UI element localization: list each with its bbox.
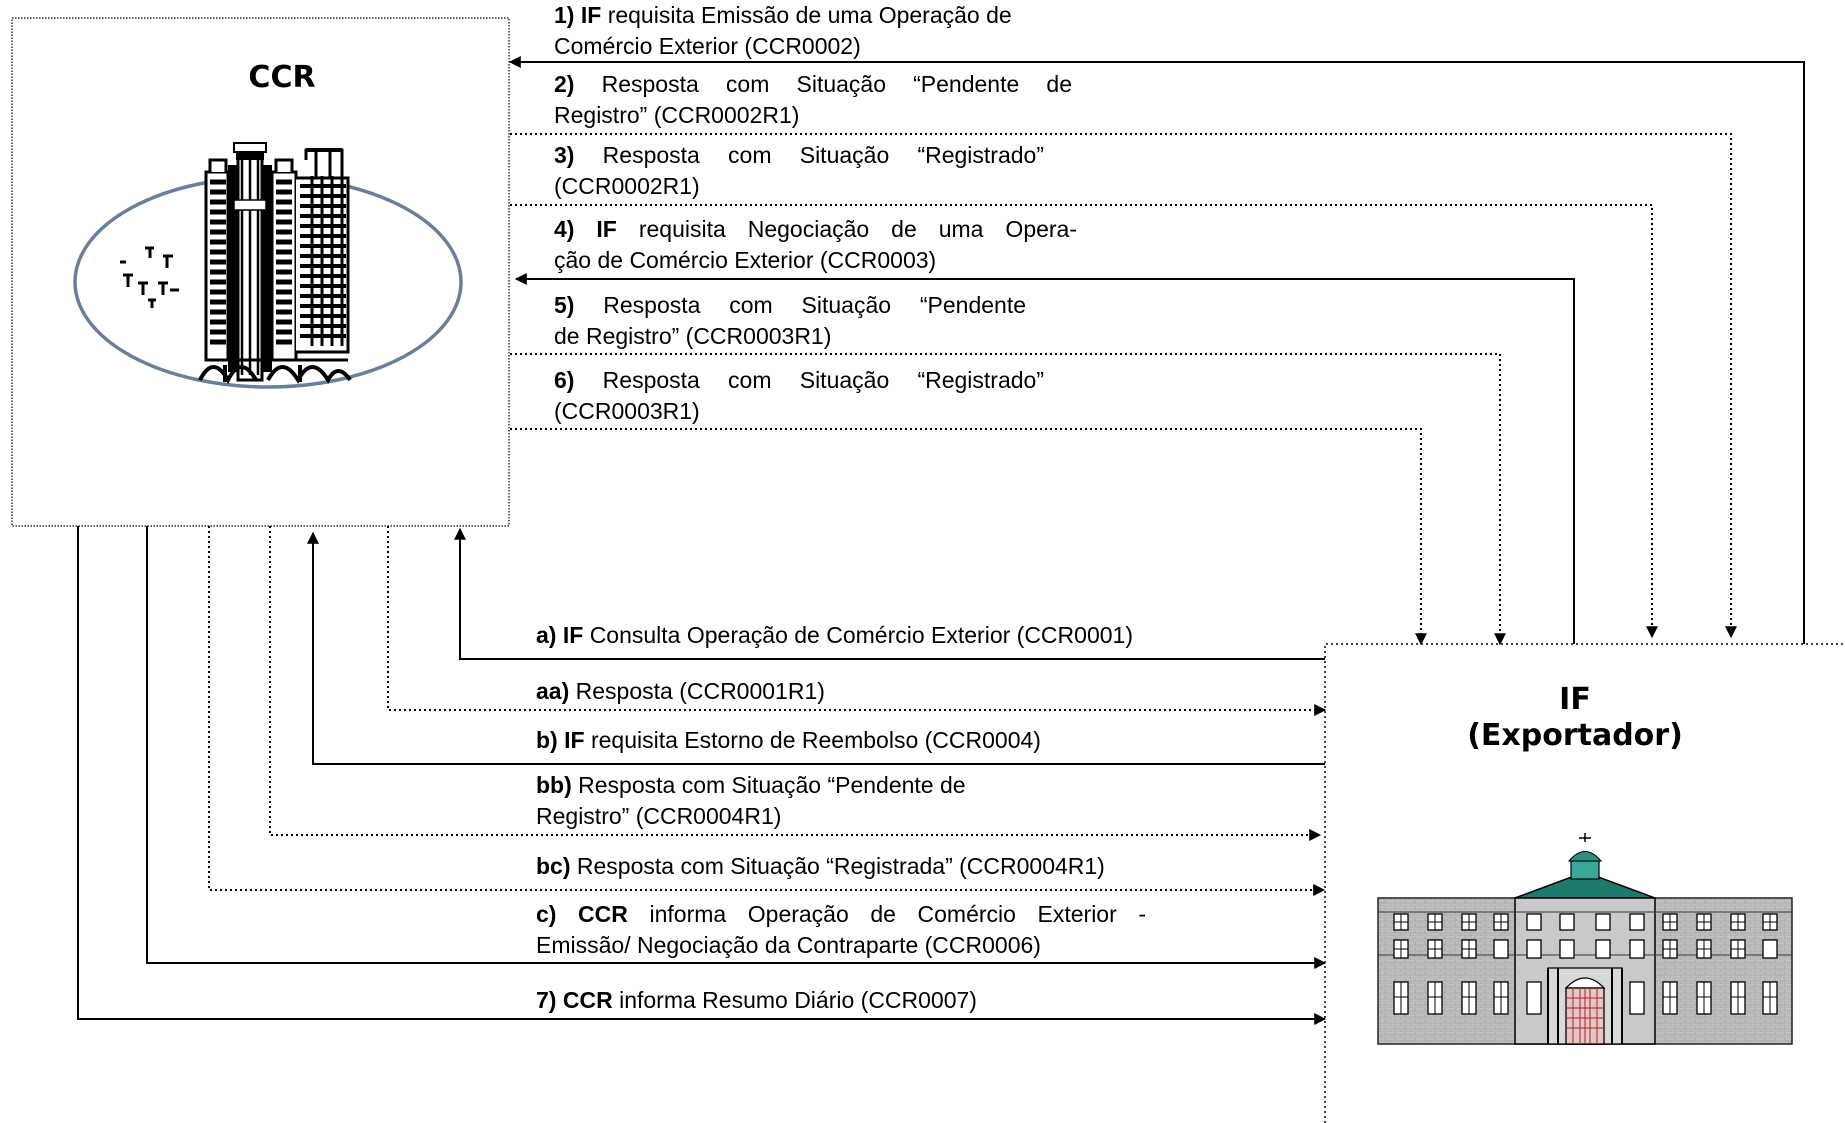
if-title: IF (Exportador) bbox=[1450, 682, 1700, 754]
message-label-7: 7) CCR informa Resumo Diário (CCR0007) bbox=[536, 987, 977, 1013]
arrow-a bbox=[454, 527, 1325, 660]
message-label-a: a) IF Consulta Operação de Comércio Exte… bbox=[536, 622, 1133, 648]
arrow-2 bbox=[510, 133, 1737, 639]
message-label-aa: aa) Resposta (CCR0001R1) bbox=[536, 678, 825, 704]
if-title-line1: IF bbox=[1559, 682, 1591, 717]
arrow-bc bbox=[208, 526, 1326, 896]
message-label-4: 4) IF requisita Negociação de uma Opera-… bbox=[554, 216, 1078, 273]
arrow-4 bbox=[514, 273, 1575, 644]
message-label-b: b) IF requisita Estorno de Reembolso (CC… bbox=[536, 727, 1041, 753]
arrow-1 bbox=[508, 56, 1805, 644]
arrow-3 bbox=[510, 204, 1658, 639]
message-label-1: 1) IF requisita Emissão de uma Operação … bbox=[554, 2, 1012, 59]
if-box bbox=[1324, 643, 1845, 1123]
arrow-aa bbox=[387, 526, 1327, 716]
arrow-b bbox=[307, 531, 1325, 765]
message-label-2: 2) Resposta com Situação “Pendente de Re… bbox=[554, 71, 1072, 128]
message-label-bc: bc) Resposta com Situação “Registrada” (… bbox=[536, 853, 1105, 879]
if-building-icon bbox=[1377, 833, 1793, 1045]
arrow-7 bbox=[77, 526, 1327, 1025]
ccr-box bbox=[11, 17, 510, 527]
ccr-towers-icon bbox=[198, 142, 352, 385]
message-label-c: c) CCR informa Operação de Comércio Exte… bbox=[536, 901, 1147, 958]
message-label-6: 6) Resposta com Situação “Registrado” (C… bbox=[554, 367, 1044, 424]
message-label-3: 3) Resposta com Situação “Registrado” (C… bbox=[554, 142, 1044, 199]
message-label-bb: bb) Resposta com Situação “Pendente de R… bbox=[536, 772, 966, 829]
arrow-6 bbox=[510, 428, 1427, 646]
arrow-c bbox=[146, 526, 1327, 969]
ccr-logo-icon bbox=[73, 142, 463, 389]
arrow-5 bbox=[510, 353, 1506, 646]
if-title-line2: (Exportador) bbox=[1467, 718, 1683, 753]
message-label-5: 5) Resposta com Situação “Pendente de Re… bbox=[554, 292, 1027, 349]
ccr-title: CCR bbox=[248, 60, 316, 95]
